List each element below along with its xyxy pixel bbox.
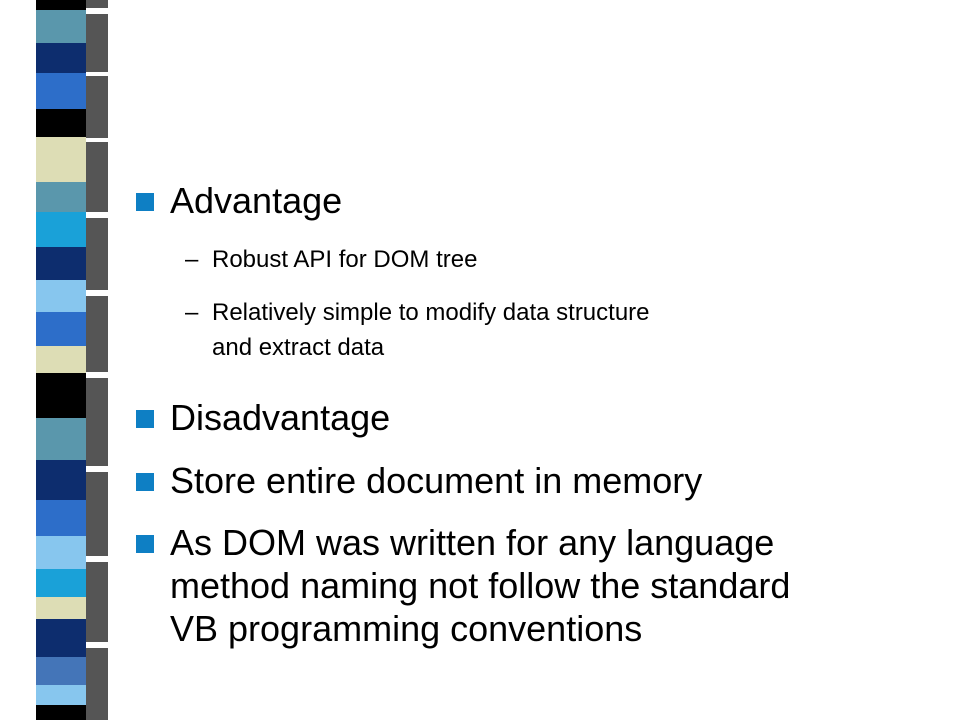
bullet-text-line-2: method naming not follow the standard bbox=[170, 565, 791, 606]
stripe-block bbox=[36, 619, 86, 657]
stripe-block bbox=[36, 280, 86, 312]
stripe-block bbox=[36, 212, 86, 247]
stripe-block bbox=[36, 460, 86, 500]
dash-marker: – bbox=[185, 299, 199, 326]
bullet-text: Store entire document in memory bbox=[170, 460, 703, 501]
shadow-segment bbox=[86, 472, 108, 556]
stripe-block bbox=[36, 137, 86, 182]
shadow-segment bbox=[86, 218, 108, 290]
stripe-block bbox=[36, 597, 86, 619]
bullet-text: Disadvantage bbox=[170, 397, 391, 438]
subitem-text-line-2: and extract data bbox=[212, 334, 385, 361]
stripe-block bbox=[36, 0, 86, 10]
stripe-block bbox=[36, 705, 86, 720]
shadow-segment bbox=[86, 76, 108, 138]
shadow-segment bbox=[86, 0, 108, 8]
stripe-block bbox=[36, 10, 86, 43]
shadow-segment bbox=[86, 296, 108, 372]
stripe-block bbox=[36, 569, 86, 597]
stripe-block bbox=[36, 73, 86, 109]
decorative-stripe bbox=[36, 0, 86, 720]
shadow-segment bbox=[86, 14, 108, 72]
square-bullet-icon bbox=[136, 410, 154, 428]
stripe-block bbox=[36, 247, 86, 280]
shadow-segment bbox=[86, 562, 108, 642]
square-bullet-icon bbox=[136, 473, 154, 491]
bullet-text: Advantage bbox=[170, 180, 343, 221]
stripe-block bbox=[36, 418, 86, 460]
stripe-block bbox=[36, 373, 86, 418]
shadow-segment bbox=[86, 648, 108, 720]
subitem-text-line-1: Relatively simple to modify data structu… bbox=[212, 299, 650, 326]
stripe-block bbox=[36, 43, 86, 73]
stripe-block bbox=[36, 685, 86, 705]
shadow-segment bbox=[86, 378, 108, 466]
square-bullet-icon bbox=[136, 193, 154, 211]
subitem-text: Robust API for DOM tree bbox=[212, 246, 478, 273]
shadow-segment bbox=[86, 142, 108, 212]
stripe-block bbox=[36, 536, 86, 569]
stripe-block bbox=[36, 109, 86, 137]
stripe-block bbox=[36, 500, 86, 536]
stripe-block bbox=[36, 657, 86, 685]
square-bullet-icon bbox=[136, 535, 154, 553]
stripe-shadow bbox=[86, 0, 108, 720]
bullet-text-line-3: VB programming conventions bbox=[170, 608, 643, 649]
stripe-block bbox=[36, 182, 86, 212]
stripe-block bbox=[36, 312, 86, 346]
stripe-block bbox=[36, 346, 86, 373]
bullet-text-line-1: As DOM was written for any language bbox=[170, 522, 775, 563]
dash-marker: – bbox=[185, 246, 199, 273]
